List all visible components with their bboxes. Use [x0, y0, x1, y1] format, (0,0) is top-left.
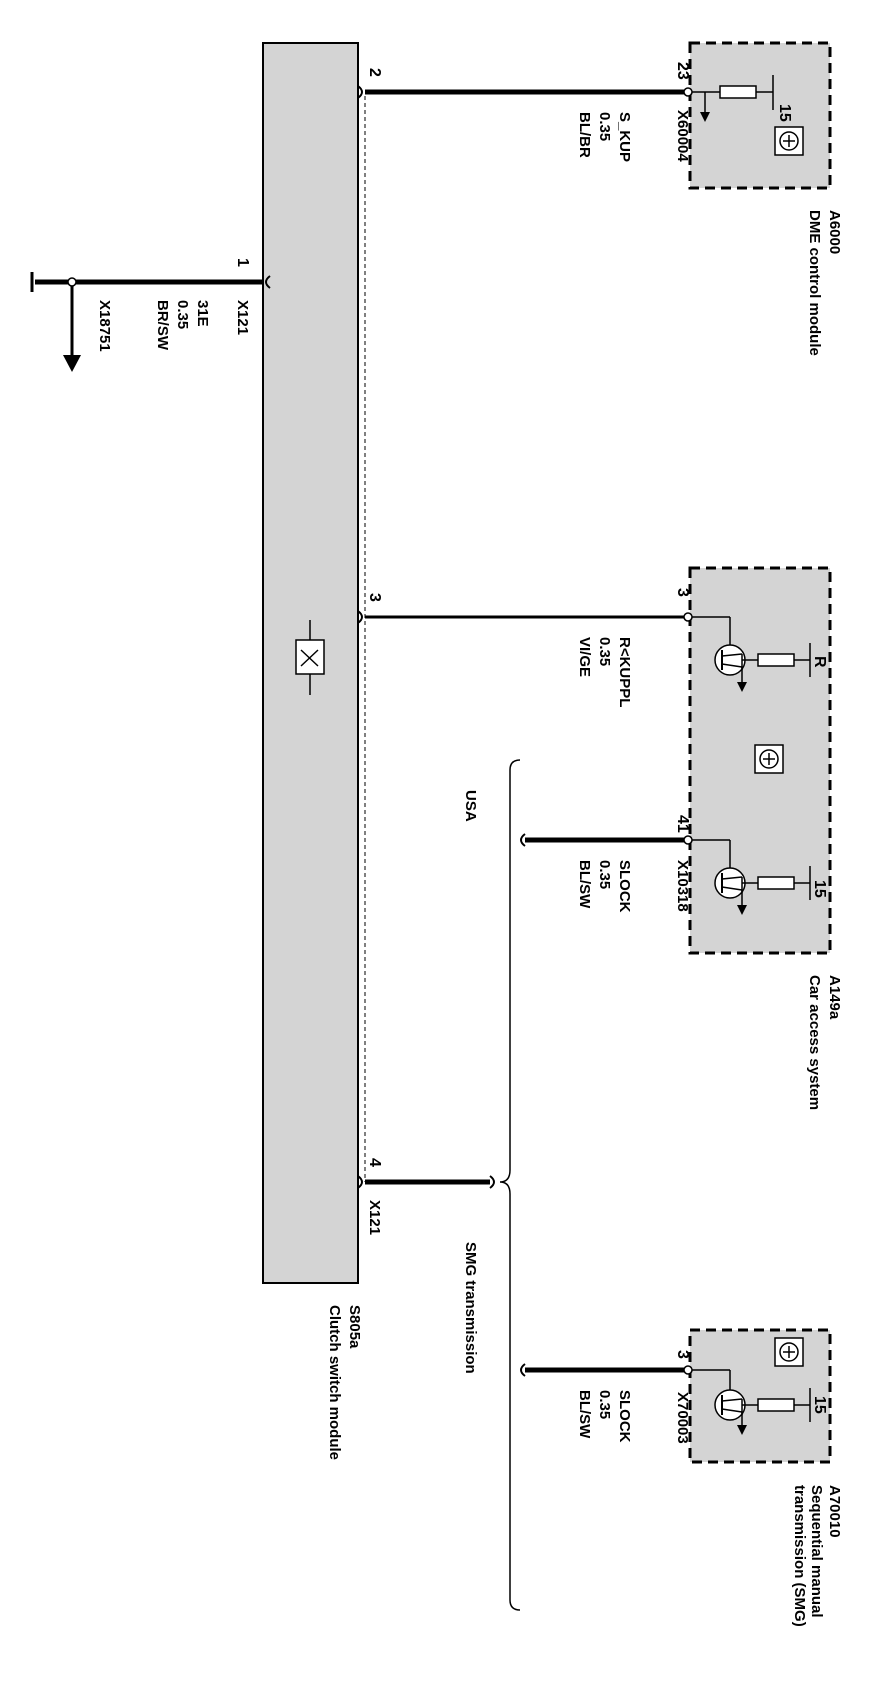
clutch-pin2-label: 2	[366, 68, 383, 77]
wire-slock-cas-signal: SLOCK	[616, 860, 633, 913]
clutch-pin1-label: 1	[234, 258, 251, 267]
dme-pin-label: 23	[674, 62, 691, 80]
smg-lock-transistor	[692, 1369, 811, 1435]
ground-connector-label: X18751	[96, 300, 113, 352]
wire-ground	[30, 272, 271, 372]
wire-r-kuppl-color: VI/GE	[576, 637, 593, 677]
wire-slock-smg-color: BL/SW	[576, 1390, 593, 1439]
dme-module-box	[688, 41, 832, 190]
wire-slock-smg-size: 0.35	[596, 1390, 613, 1419]
cas-r-supply-label: R	[811, 656, 828, 668]
smg-module-id: A70010	[826, 1485, 843, 1538]
wire-slock-cas-size: 0.35	[596, 860, 613, 889]
wire-ground-color: BR/SW	[154, 300, 171, 351]
car-access-system-icon	[754, 744, 784, 774]
clutch-pin4-label: 4	[366, 1158, 383, 1167]
cas-lock-transistor	[692, 839, 811, 915]
clutch-connector-bottom: X121	[366, 1200, 383, 1235]
cas-lock-supply-label: 15	[811, 880, 828, 898]
wire-r-kuppl-size: 0.35	[596, 637, 613, 666]
dme-module-name: DME control module	[806, 210, 823, 356]
dme-supply-label: 15	[776, 104, 793, 122]
smg-connector-label: X70003	[674, 1392, 691, 1444]
cas-module-name: Car access system	[806, 975, 823, 1110]
wire-slock-cas	[520, 833, 693, 847]
clutch-module-id: S805a	[346, 1305, 363, 1349]
wire-slock-cas-color: BL/SW	[576, 860, 593, 909]
dme-connector-label: X60004	[674, 110, 691, 162]
wire-pin4	[357, 1175, 495, 1189]
smg-module-box	[688, 1328, 832, 1464]
dme-control-module-icon	[774, 126, 804, 156]
wire-s-kup-size: 0.35	[596, 112, 613, 141]
cas-connector-label: X10318	[674, 860, 691, 912]
smg-module-name-line2: transmission (SMG)	[791, 1485, 808, 1627]
dme-pullup-resistor	[692, 75, 774, 122]
switch-symbol-icon	[295, 620, 325, 695]
cas-r-transistor	[692, 616, 811, 692]
smg-module-name-line1: Sequential manual	[808, 1485, 825, 1618]
smg-variant-label: SMG transmission	[462, 1242, 479, 1374]
wire-r-kuppl	[357, 610, 693, 624]
wire-ground-signal: 31E	[194, 300, 211, 327]
wire-s-kup-color: BL/BR	[576, 112, 593, 158]
wire-slock-smg	[520, 1363, 693, 1377]
smg-pin-label: 3	[674, 1350, 691, 1359]
clutch-pin3-label: 3	[366, 593, 383, 602]
wire-r-kuppl-signal: R<KUPPL	[616, 637, 633, 707]
wire-s-kup-signal: S_KUP	[616, 112, 633, 162]
usa-variant-label: USA	[462, 790, 479, 822]
dme-module-id: A6000	[826, 210, 843, 254]
smg-supply-label: 15	[811, 1396, 828, 1414]
cas-r-pin-label: 3	[674, 588, 691, 597]
cas-module-id: A149a	[826, 975, 843, 1020]
cas-lock-pin-label: 41	[674, 815, 691, 833]
smg-module-icon	[774, 1337, 804, 1367]
wire-ground-size: 0.35	[174, 300, 191, 329]
wire-s-kup	[357, 85, 693, 99]
wire-slock-smg-signal: SLOCK	[616, 1390, 633, 1443]
clutch-connector-top: X121	[234, 300, 251, 335]
usa-variant-bracket	[499, 759, 521, 1611]
clutch-module-name: Clutch switch module	[326, 1305, 343, 1460]
